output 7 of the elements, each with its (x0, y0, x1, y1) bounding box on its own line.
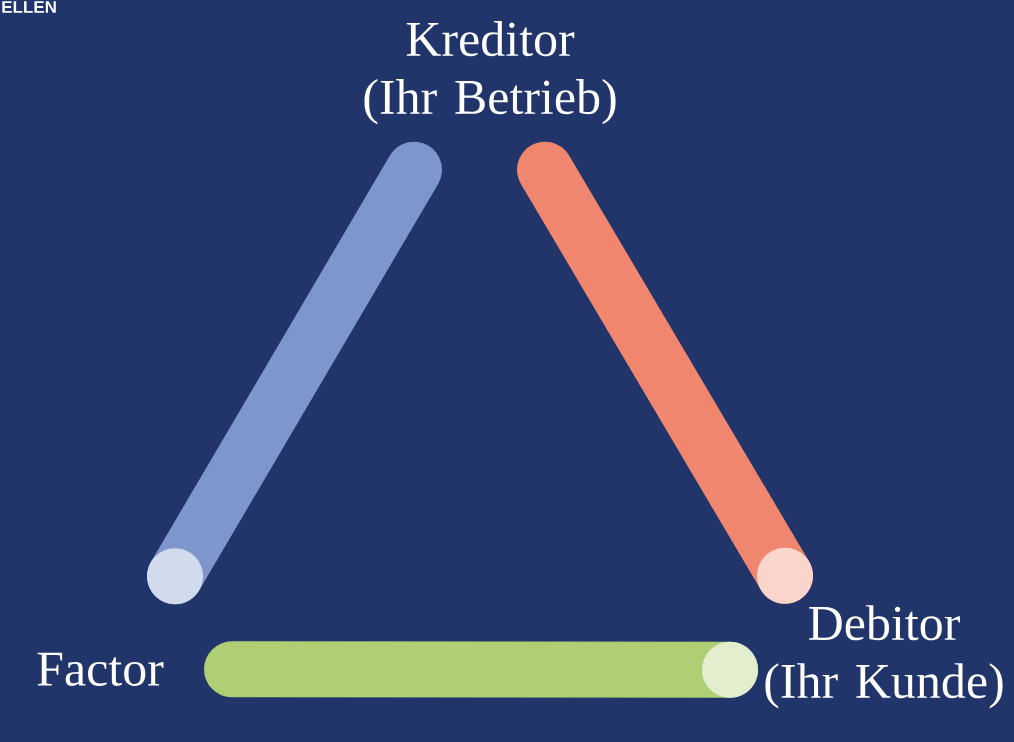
connector-bar (204, 641, 758, 698)
node-label: Factor (37, 652, 164, 686)
button-text: ELLEN (2, 1, 56, 13)
node-label: Debitor (Ihr Kunde) (765, 605, 1003, 709)
connector-bar (147, 141, 442, 605)
node-label: Kreditor (Ihr Betrieb) (364, 21, 616, 125)
connector-bar (517, 141, 813, 604)
